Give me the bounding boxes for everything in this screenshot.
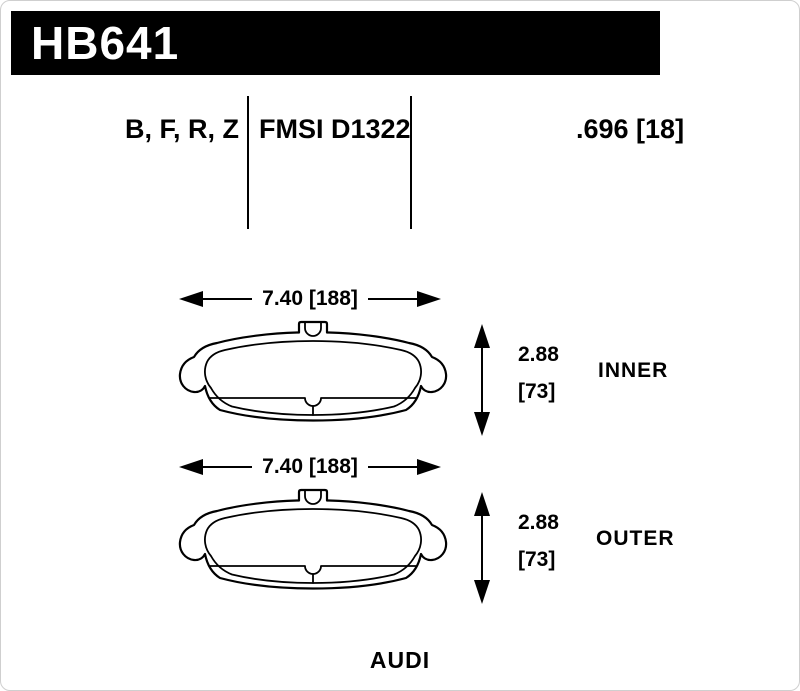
arrow-up-icon (474, 492, 490, 516)
dimension-line (480, 348, 484, 412)
outer-pad-thickness-labels: 2.88 [73] (518, 504, 559, 578)
dimension-line (367, 465, 418, 469)
compound-codes-text: B, F, R, Z (125, 114, 239, 144)
dimension-line (203, 465, 253, 469)
inner-pad-width-label: 7.40 [188] (262, 287, 358, 310)
dimension-line (203, 297, 253, 301)
arrow-left-icon (179, 459, 203, 475)
inner-pad-width-dimension: 7.40 [188] (179, 286, 442, 312)
inner-pad-thickness-in: 2.88 (518, 343, 559, 366)
dimension-line (367, 297, 418, 301)
inner-pad-thickness-mm: [73] (518, 380, 556, 403)
outer-pad-thickness-mm: [73] (518, 548, 556, 571)
part-number-text: HB641 (31, 17, 180, 69)
outer-pad-height-dimension (472, 492, 492, 604)
vehicle-make-label: AUDI (369, 647, 431, 673)
outer-pad-position-label: OUTER (596, 527, 675, 550)
divider-line (247, 96, 249, 229)
outer-pad-width-dimension: 7.40 [188] (179, 454, 442, 480)
arrow-right-icon (417, 459, 442, 475)
outer-pad-width-label: 7.40 [188] (262, 455, 358, 478)
arrow-right-icon (417, 291, 442, 307)
outer-pad-thickness-in: 2.88 (518, 511, 559, 534)
brake-pad-inner-drawing (178, 320, 448, 422)
arrow-left-icon (179, 291, 203, 307)
inner-pad-position-label: INNER (598, 359, 669, 382)
thickness-spec-text: .696 [18] (576, 114, 685, 144)
dimension-line (480, 516, 484, 580)
inner-pad-thickness-labels: 2.88 [73] (518, 336, 559, 410)
brake-pad-outer-drawing (178, 488, 448, 590)
arrow-up-icon (474, 324, 490, 348)
fmsi-number-text: FMSI D1322 (259, 114, 411, 144)
inner-pad-height-dimension (472, 324, 492, 436)
arrow-down-icon (474, 412, 490, 436)
arrow-down-icon (474, 580, 490, 604)
part-number-header: HB641 (11, 11, 660, 75)
divider-line (410, 96, 412, 229)
